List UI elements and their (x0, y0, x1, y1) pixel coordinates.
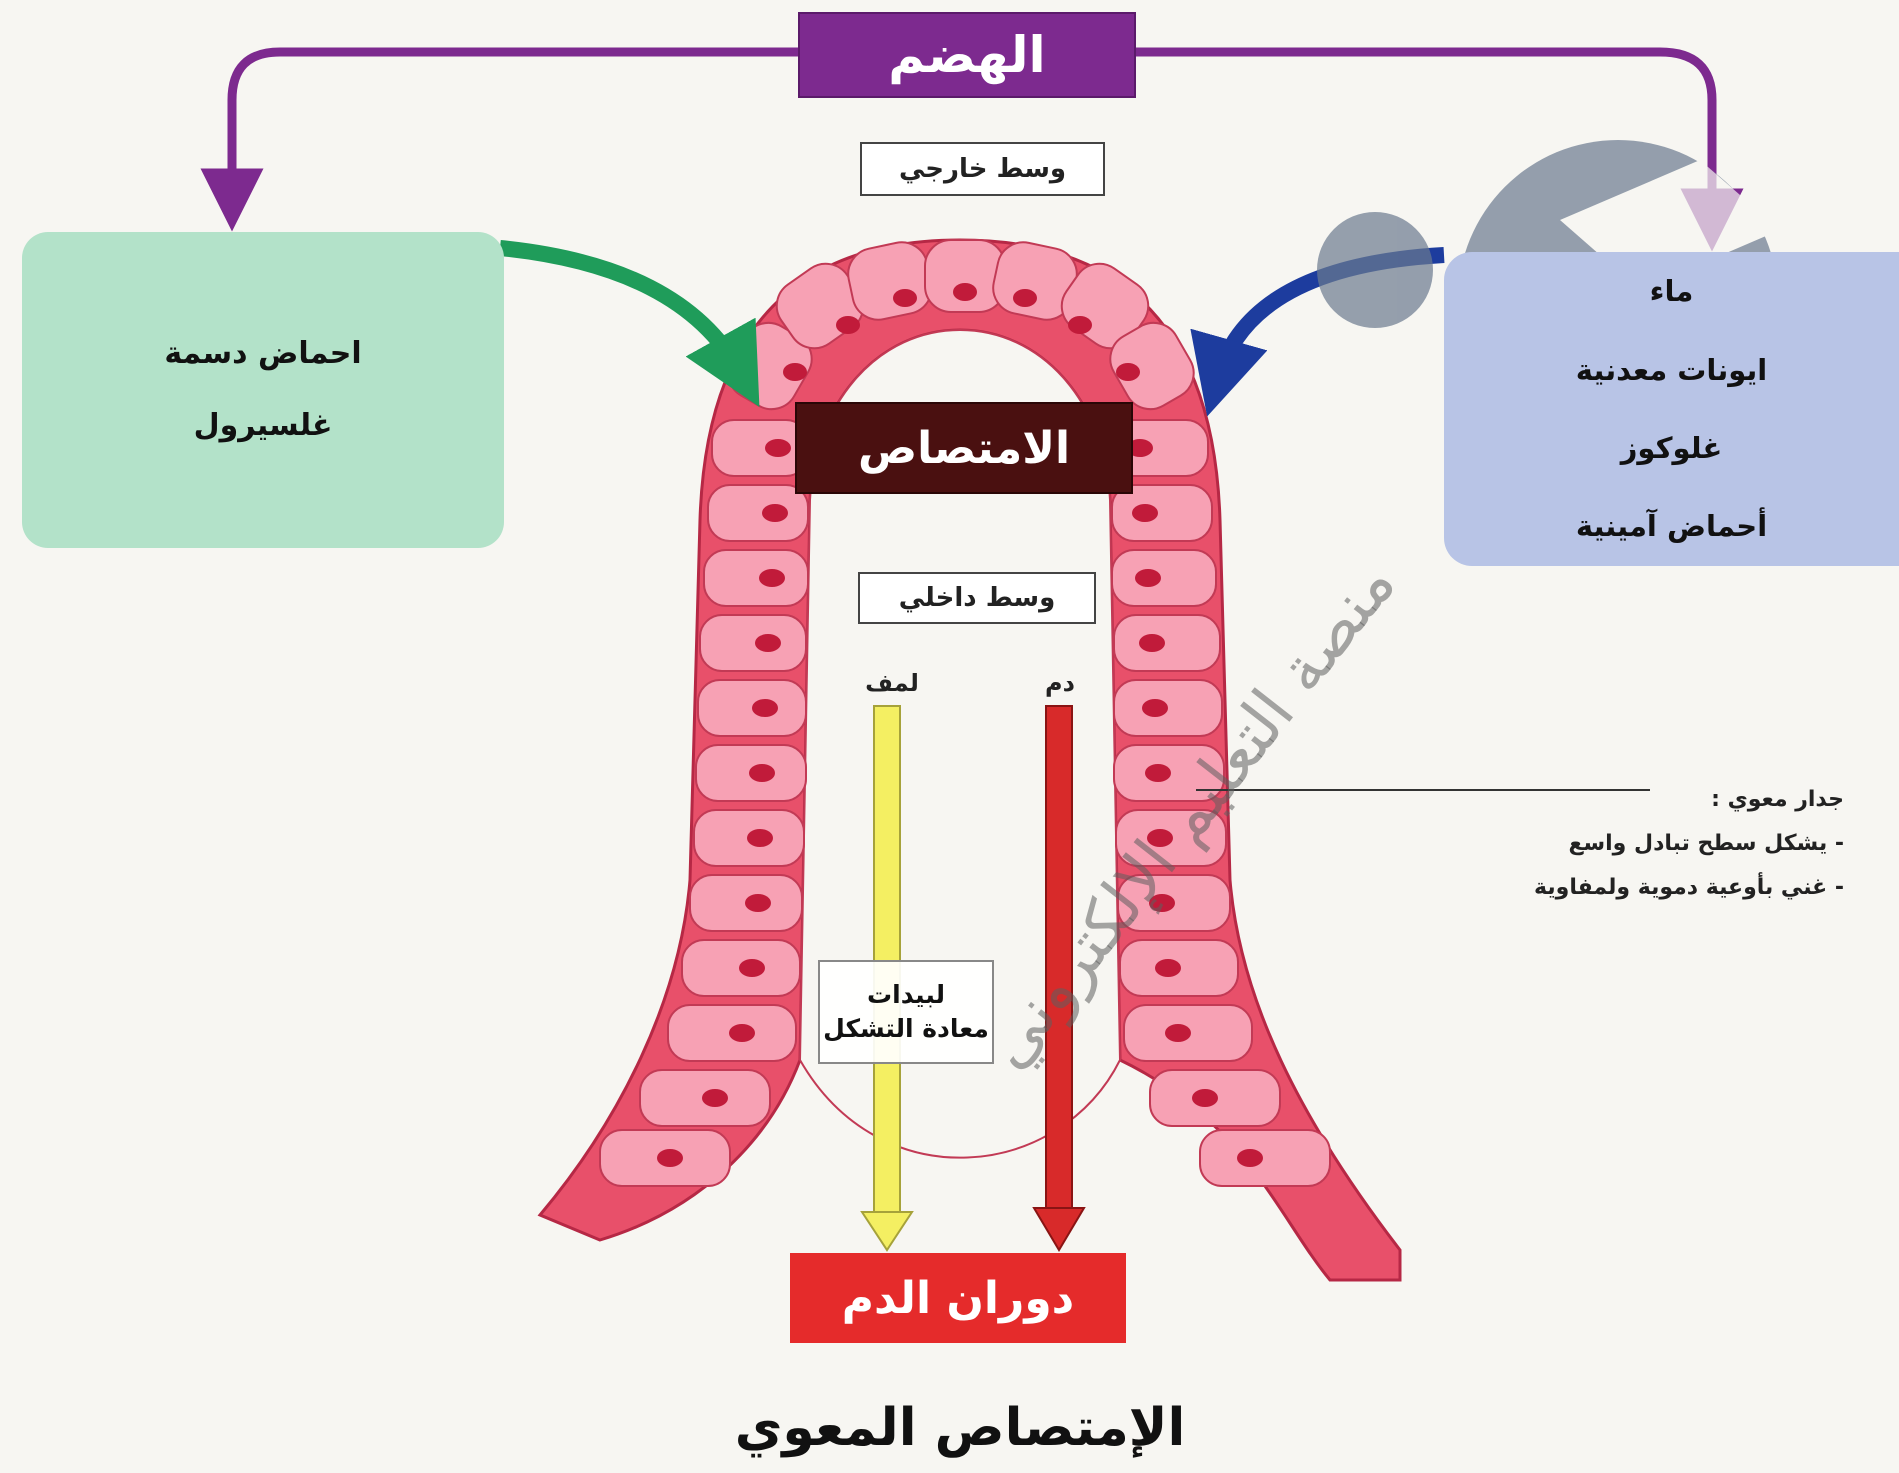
internal-medium-label: وسط داخلي (858, 572, 1096, 624)
lipids-line-2: معادة التشكل (823, 1014, 989, 1043)
digestion-label: الهضم (798, 12, 1136, 98)
wall-annotation-point: - يشكل سطح تبادل واسع (1568, 831, 1844, 856)
water-soluble-nutrients-box: ماء ايونات معدنية غلوكوز أحماض آمينية (1444, 252, 1899, 566)
blood-vessel (1032, 705, 1086, 1252)
absorption-arrow-left (499, 240, 760, 407)
lipid-nutrients-box: احماض دسمة غلسيرول (22, 232, 504, 548)
nutrient-item: ماء (1649, 274, 1694, 309)
intestinal-wall-annotation: جدار معوي : - يشكل سطح تبادل واسع - غني … (1448, 778, 1844, 910)
right-cell-nuclei (1127, 439, 1263, 1167)
wall-annotation-point: - غني بأوعية دموية ولمفاوية (1534, 875, 1844, 900)
top-cell-nuclei (783, 283, 1140, 381)
wall-annotation-heading: جدار معوي : (1711, 787, 1844, 812)
absorption-label: الامتصاص (795, 402, 1133, 494)
external-medium-label: وسط خارجي (860, 142, 1105, 196)
nutrient-item: أحماض آمينية (1575, 509, 1768, 544)
nutrient-item: ايونات معدنية (1575, 352, 1768, 387)
nutrient-item: غلسيرول (193, 408, 333, 443)
blood-label: دم (1045, 669, 1075, 697)
nutrient-item: احماض دسمة (164, 336, 362, 371)
lipids-label-box: لبيدات معادة التشكل (818, 960, 994, 1064)
blood-circulation-label: دوران الدم (790, 1253, 1126, 1343)
digestion-arrow-left (200, 47, 798, 232)
lipids-line-1: لبيدات (867, 980, 945, 1010)
left-cell-nuclei (657, 439, 791, 1167)
lymph-label: لمف (865, 669, 919, 697)
left-cell-column (599, 419, 809, 1187)
digestion-arrow-right (1136, 47, 1744, 252)
nutrient-item: غلوكوز (1620, 431, 1723, 465)
right-cell-column (1111, 419, 1331, 1187)
diagram-title: الإمتصاص المعوي (734, 1398, 1186, 1458)
